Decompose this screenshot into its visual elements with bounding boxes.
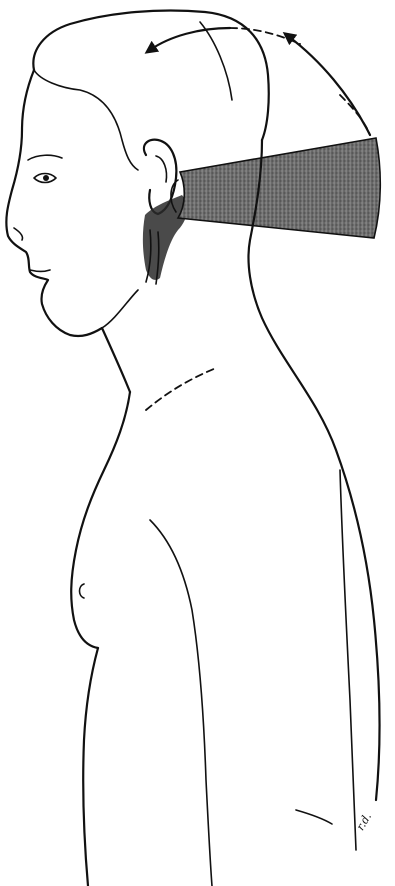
body	[71, 140, 379, 886]
nose	[14, 228, 23, 240]
hair-outline	[33, 11, 268, 141]
neck-shadow	[143, 195, 187, 284]
back-outline	[249, 140, 380, 800]
artist-signature: r.d.	[354, 811, 374, 833]
face-profile	[6, 70, 102, 336]
chest-outline	[71, 392, 130, 648]
band-shape	[178, 138, 380, 238]
mouth	[30, 270, 50, 272]
lower-back-crease	[296, 810, 332, 824]
ear-inner	[156, 156, 167, 182]
throat	[102, 328, 130, 392]
pupil	[43, 175, 49, 181]
belly-outline	[83, 648, 98, 886]
curved-arrow-solid	[150, 28, 230, 50]
curved-arrow-back	[288, 36, 370, 135]
dashed-neck-line	[146, 368, 216, 410]
jaw-line	[102, 290, 138, 328]
arm-front	[150, 520, 212, 886]
curved-arrow-back-dashed	[340, 95, 370, 135]
nipple	[80, 584, 85, 598]
eyebrow	[28, 155, 62, 160]
hair-part	[200, 22, 232, 100]
arm-back	[340, 470, 356, 850]
elastic-band	[171, 138, 380, 238]
